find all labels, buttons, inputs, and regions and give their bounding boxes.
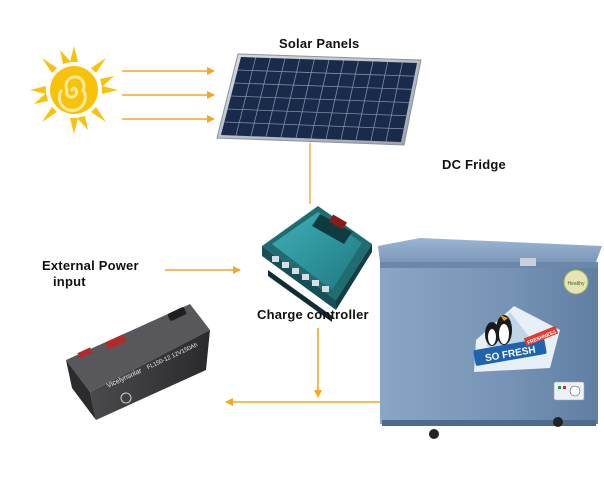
fridge-sticker-text: Healthy	[568, 281, 585, 287]
panel-cell-gridline	[224, 121, 404, 130]
battery-icon: Vicelynsolar FL150-12 12V150Ah	[66, 304, 210, 420]
sun-icon	[30, 46, 118, 134]
charge-controller-icon	[262, 206, 372, 322]
charge-controller-label: Charge controller	[257, 307, 369, 322]
external-power-label-line2: input	[53, 274, 86, 289]
dc-fridge-label: DC Fridge	[442, 157, 506, 172]
external-power-label-line1: External Power	[42, 258, 139, 273]
sunlight-arrows	[122, 67, 215, 123]
solar-panel-icon	[216, 53, 422, 146]
panel-cell-gridline	[227, 108, 407, 117]
panel-cell-gridline	[234, 82, 412, 90]
panel-cell-gridline	[237, 69, 415, 77]
solar-panels-label: Solar Panels	[279, 36, 360, 51]
fridge-icon: Healthy SO FRESH FRESHNESS	[378, 238, 602, 439]
panel-cell-gridline	[230, 95, 410, 103]
